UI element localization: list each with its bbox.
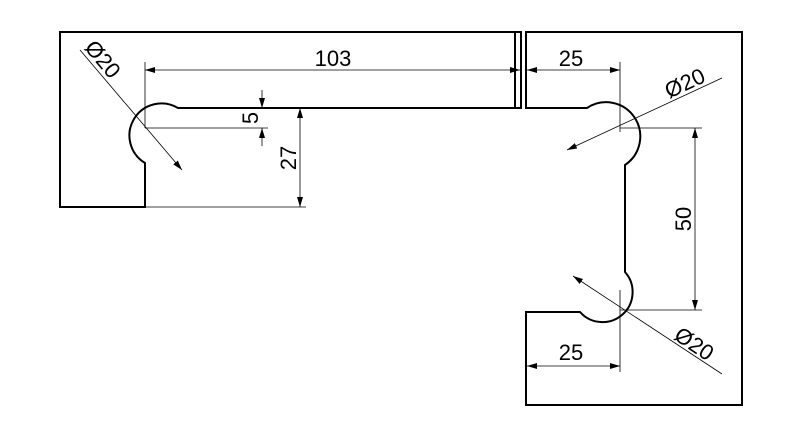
dim-25-bottom-label: 25 xyxy=(559,340,583,365)
left-panel-outline xyxy=(59,31,522,208)
dim-5-label: 5 xyxy=(238,112,263,124)
dim-dia-right-top-label: Ø20 xyxy=(661,63,709,103)
dim-dia-right-bottom-label: Ø20 xyxy=(670,322,718,366)
right-panel-top-outline xyxy=(525,31,743,406)
dim-dia-left-leader xyxy=(79,49,183,171)
dim-50-label: 50 xyxy=(671,207,696,231)
dim-25-top-label: 25 xyxy=(559,46,583,71)
dim-27-label: 27 xyxy=(276,146,301,170)
left-panel: 103 5 27 Ø20 xyxy=(59,31,522,208)
right-panel: 25 Ø20 50 25 Ø20 xyxy=(525,31,743,406)
dim-dia-right-top-leader xyxy=(566,77,723,151)
dim-103-label: 103 xyxy=(315,46,352,71)
dim-dia-left-label: Ø20 xyxy=(80,35,126,83)
dim-dia-right-bottom-leader xyxy=(572,275,723,375)
